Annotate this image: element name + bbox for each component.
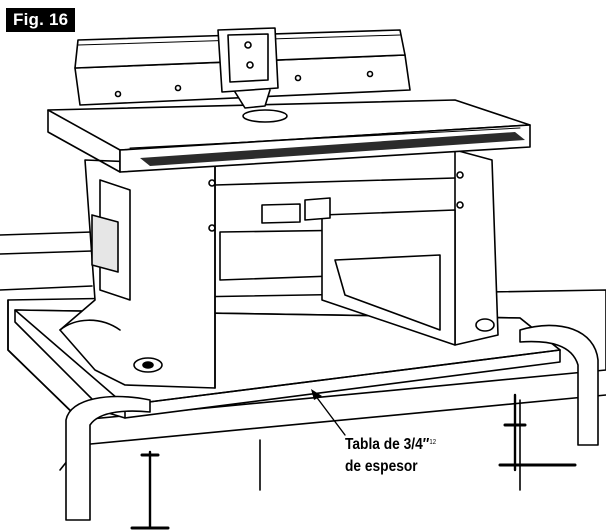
right-c-clamp (498, 324, 599, 472)
board-thickness-callout: Tabla de 3/4″12 de espesor (345, 434, 436, 478)
fence (74, 27, 411, 109)
router-table-top (47, 99, 531, 173)
callout-line-2: de espesor (345, 458, 418, 475)
footnote-mark: 12 (429, 439, 437, 446)
callout-line-1: Tabla de 3/4″12 (345, 434, 436, 456)
inch-mark: ″ (422, 436, 430, 453)
left-c-clamp (65, 395, 170, 530)
callout-line-1-text: Tabla de 3/4 (345, 436, 423, 453)
figure-number-label: Fig. 16 (6, 8, 76, 32)
router-table-base (59, 149, 499, 389)
callout-leader (311, 389, 346, 436)
